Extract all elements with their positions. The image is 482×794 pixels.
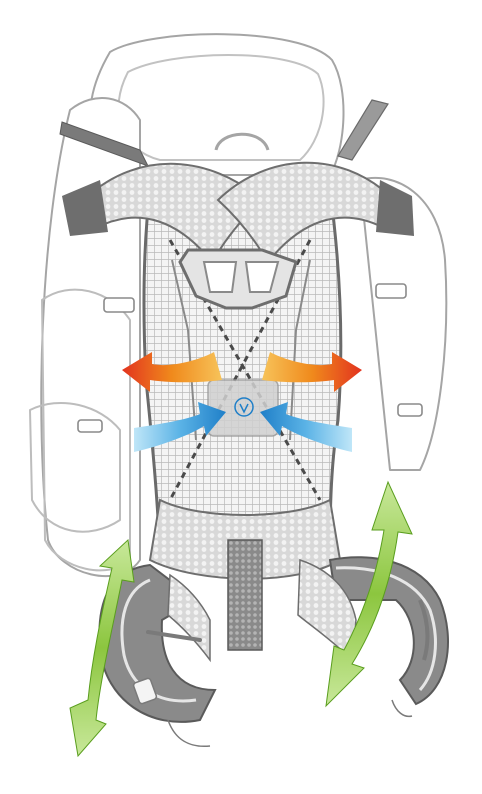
motion-double-arrow-icon	[325, 480, 413, 708]
hip-belt-wing-left	[98, 563, 217, 723]
lower-strap-right	[289, 259, 311, 441]
sternum-yoke	[178, 248, 298, 310]
cool-air-in-arrow-icon	[260, 402, 352, 452]
strap-ends	[167, 699, 413, 748]
side-buckle-right	[375, 283, 423, 417]
shoulder-strap-right	[216, 161, 414, 264]
compression-strap-right	[337, 99, 389, 161]
motion-double-arrow-icon	[69, 538, 135, 758]
warm-air-out-arrow-icon	[262, 352, 362, 392]
lower-strap-left	[171, 259, 197, 441]
shoulder-strap-left	[62, 162, 264, 264]
hip-belt-wing-right	[297, 556, 449, 706]
ventilation-center-plate	[207, 379, 279, 437]
warm-air-out-arrow-icon	[122, 352, 222, 392]
cool-air-in-arrow-icon	[134, 402, 226, 452]
side-buckle-left	[77, 297, 135, 433]
